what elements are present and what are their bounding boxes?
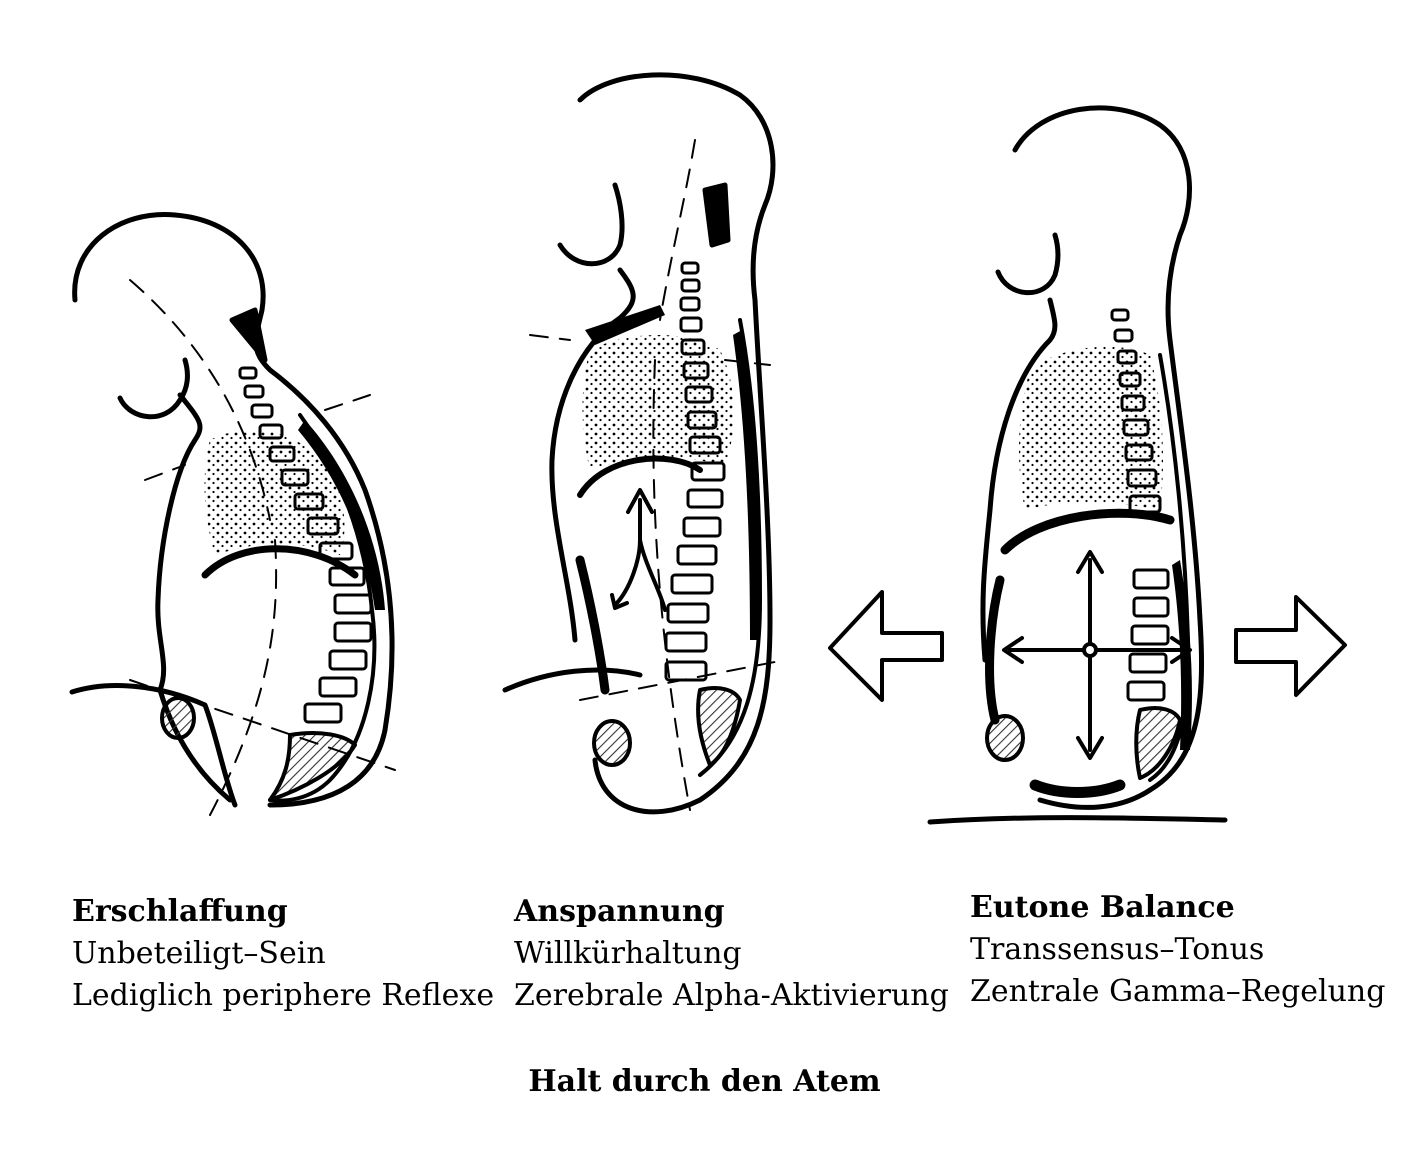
front-outline bbox=[155, 392, 203, 693]
panel-line-1: Willkürhaltung bbox=[514, 936, 742, 971]
head-outline bbox=[1012, 105, 1205, 810]
panel-caption-2: Anspannung Willkürhaltung Zerebrale Alph… bbox=[514, 891, 949, 1017]
right-outward-arrow bbox=[1234, 595, 1347, 697]
panel-title: Erschlaffung bbox=[72, 894, 288, 929]
diaphragm bbox=[201, 545, 359, 579]
head-outline bbox=[72, 212, 395, 808]
body-outline bbox=[69, 683, 238, 808]
neck-muscle bbox=[702, 182, 731, 248]
diaphragm bbox=[577, 455, 703, 498]
panel-line-1: Transsensus–Tonus bbox=[970, 932, 1265, 967]
panel-title: Anspannung bbox=[514, 894, 725, 929]
face-outline bbox=[557, 182, 625, 267]
panel-caption-3: Eutone Balance Transsensus–Tonus Zentral… bbox=[970, 887, 1385, 1013]
panel-title: Eutone Balance bbox=[970, 890, 1235, 925]
front-outline bbox=[549, 267, 636, 643]
spine-vertebrae bbox=[664, 261, 726, 682]
spine-vertebrae bbox=[238, 366, 373, 724]
back-muscle bbox=[733, 330, 759, 640]
panel-line-2: Zerebrale Alpha-Aktivierung bbox=[514, 978, 949, 1013]
panel-caption-1: Erschlaffung Unbeteiligt–Sein Lediglich … bbox=[72, 891, 494, 1017]
figure-tense-posture bbox=[502, 72, 786, 815]
panel-line-2: Lediglich periphere Reflexe bbox=[72, 978, 495, 1013]
back-muscle bbox=[298, 420, 385, 610]
face-outline bbox=[995, 232, 1061, 296]
face-outline bbox=[117, 357, 190, 420]
diaphragm bbox=[1000, 508, 1175, 555]
pubic-bone bbox=[592, 719, 632, 767]
figure-slumped-posture bbox=[69, 212, 396, 816]
pubic-bone bbox=[985, 714, 1025, 762]
axis-lines bbox=[529, 139, 786, 811]
figure-balanced-posture bbox=[828, 105, 1347, 825]
upward-arrows bbox=[610, 488, 667, 612]
axis-lines bbox=[129, 279, 396, 816]
head-outline bbox=[577, 72, 776, 815]
back-outline bbox=[698, 318, 762, 777]
front-outline bbox=[980, 297, 1058, 663]
panel-line-2: Zentrale Gamma–Regelung bbox=[970, 974, 1386, 1009]
abdominal-muscle bbox=[985, 575, 1005, 725]
sacrum bbox=[696, 686, 742, 767]
seat-outline bbox=[502, 667, 643, 693]
pubic-bone bbox=[160, 696, 196, 740]
abdominal-muscle bbox=[575, 555, 610, 695]
neck-muscle bbox=[229, 307, 268, 363]
seat-outline bbox=[927, 815, 1228, 825]
figure-caption: Halt durch den Atem bbox=[528, 1064, 881, 1099]
spine-vertebrae bbox=[1110, 308, 1170, 702]
expansion-cross-arrows bbox=[1002, 550, 1192, 760]
chest-muscle bbox=[585, 305, 665, 345]
sacrum bbox=[1134, 706, 1182, 780]
pelvic-floor bbox=[1029, 779, 1126, 798]
panel-line-1: Unbeteiligt–Sein bbox=[72, 936, 326, 971]
left-outward-arrow bbox=[828, 590, 944, 702]
